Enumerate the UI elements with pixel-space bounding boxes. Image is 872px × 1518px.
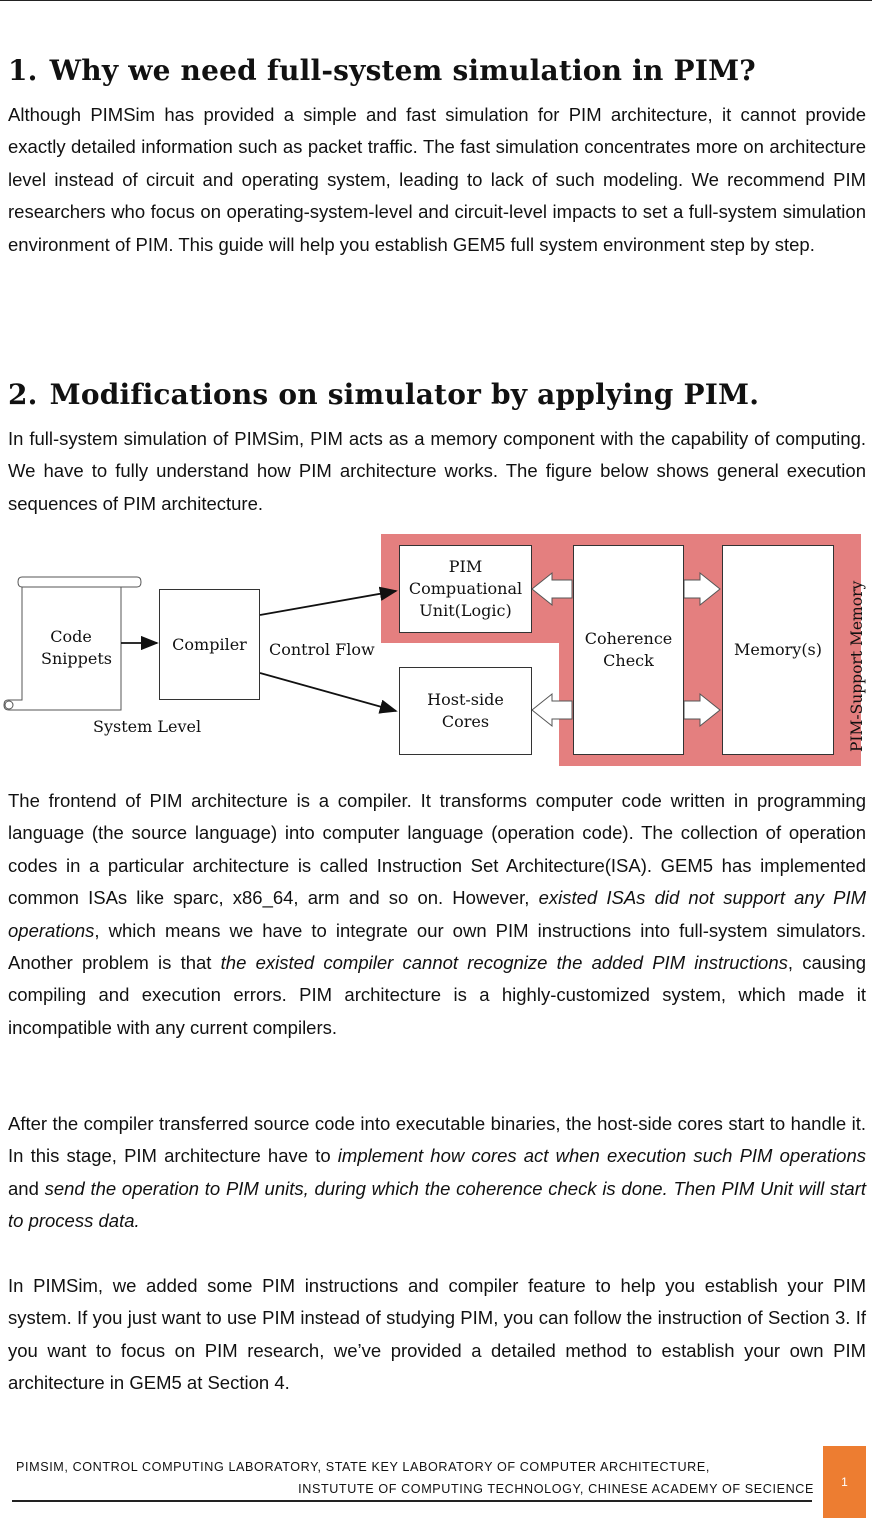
block-arrow-host-left (531, 692, 573, 728)
coherence-check-box: Coherence Check (573, 545, 684, 755)
page-number-badge: 1 (823, 1446, 866, 1518)
control-flow-label: Control Flow (269, 640, 375, 659)
section-2-number: 2. (8, 378, 38, 411)
scroll-shape (3, 576, 142, 711)
arrow-to-pim-unit (259, 586, 398, 616)
section-2-paragraph: In full-system simulation of PIMSim, PIM… (8, 428, 866, 514)
system-level-label: System Level (93, 717, 202, 736)
block-arrow-mem-right-bottom (683, 692, 721, 728)
compiler-box: Compiler (159, 589, 260, 700)
paragraph-pimsim-sections: In PIMSim, we added some PIM instruction… (8, 1275, 866, 1394)
section-1-title: Why we need full-system simulation in PI… (49, 54, 756, 87)
section-1-heading: 1. Why we need full-system simulation in … (8, 54, 756, 87)
footer-line-1: PIMSIM, CONTROL COMPUTING LABORATORY, ST… (16, 1460, 710, 1474)
memory-box: Memory(s) (722, 545, 834, 755)
block-arrow-pim-left (531, 571, 573, 607)
compiler-label: Compiler (172, 634, 247, 654)
paragraph-frontend-compiler: The frontend of PIM architecture is a co… (8, 790, 866, 1038)
footer-line-2: INSTUTUTE OF COMPUTING TECHNOLOGY, CHINE… (298, 1482, 814, 1496)
footer-rule (12, 1500, 812, 1502)
pim-computational-unit-box: PIM Compuational Unit(Logic) (399, 545, 532, 633)
top-rule (0, 0, 872, 1)
block-arrow-mem-right-top (683, 571, 721, 607)
paragraph-host-side-cores: After the compiler transferred source co… (8, 1113, 867, 1232)
section-1-number: 1. (8, 54, 38, 87)
pim-execution-diagram: Code Snippets Compiler Control Flow Syst… (0, 530, 872, 770)
section-2-heading: 2. Modifications on simulator by applying… (8, 378, 759, 411)
memory-label: Memory(s) (733, 640, 823, 659)
section-1-paragraph: Although PIMSim has provided a simple an… (8, 104, 866, 255)
code-snippets-label: Code Snippets (41, 627, 112, 668)
page-number: 1 (841, 1475, 848, 1489)
arrow-to-host-cores (259, 672, 398, 714)
section-2-title: Modifications on simulator by applying P… (49, 378, 760, 411)
pim-support-memory-label: PIM-Support Memory (848, 580, 866, 752)
host-side-cores-box: Host-side Cores (399, 667, 532, 755)
